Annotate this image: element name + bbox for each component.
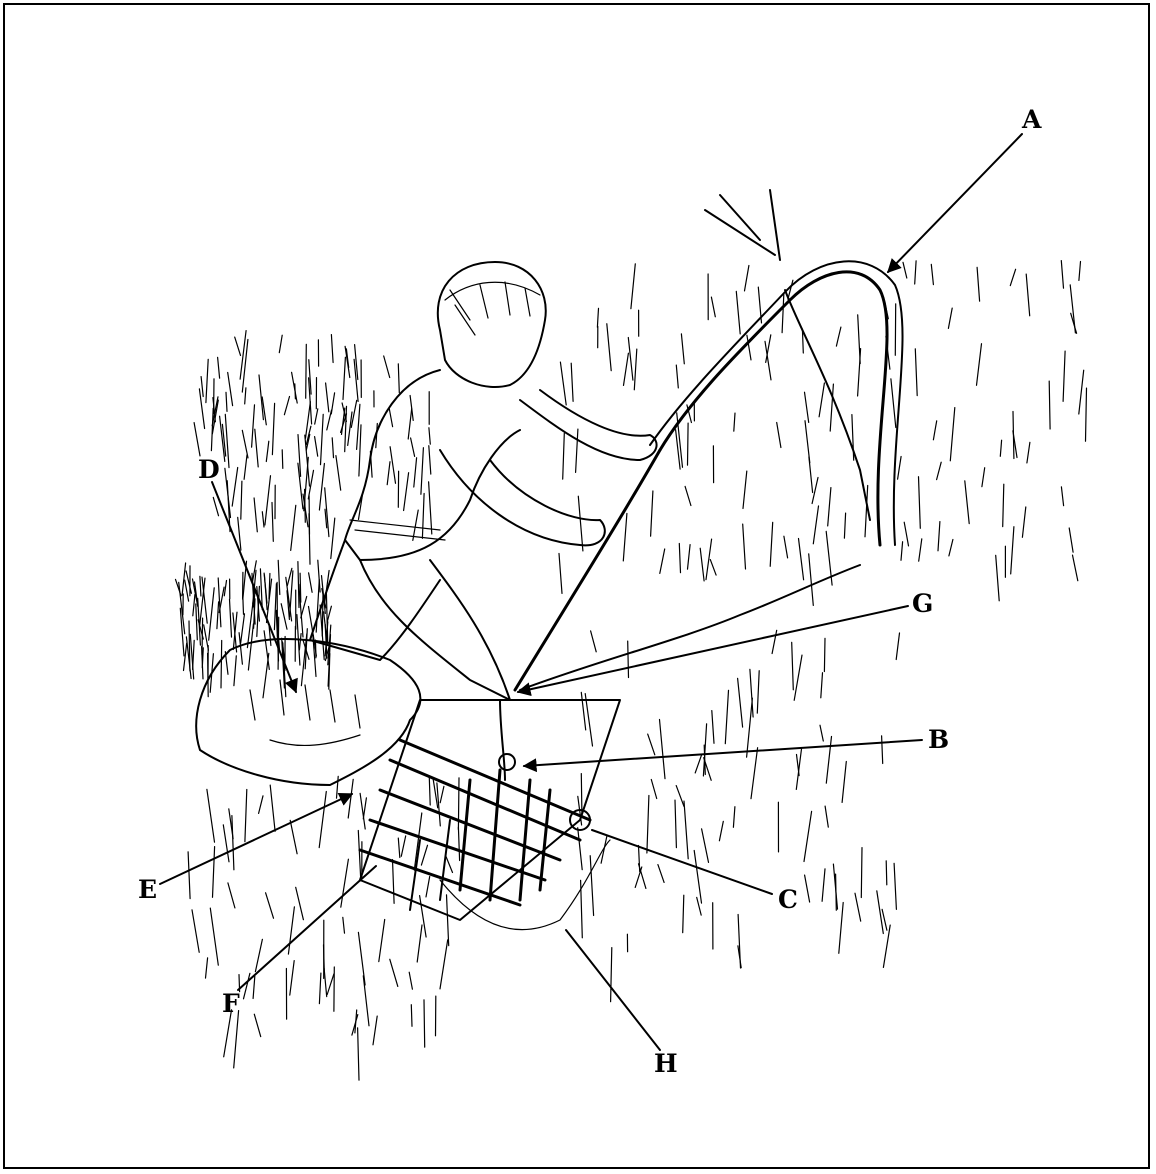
label-g: G — [912, 589, 933, 618]
callout-labels: A B C D E F G H — [138, 105, 1042, 1078]
leader-lines — [160, 134, 1022, 1050]
label-a: A — [1021, 105, 1042, 134]
label-f: F — [222, 989, 240, 1018]
label-e: E — [138, 875, 157, 904]
spring-sapling — [650, 190, 903, 545]
label-h: H — [654, 1049, 678, 1078]
label-c: C — [778, 885, 798, 914]
label-d: D — [198, 455, 220, 484]
label-b: B — [928, 725, 949, 754]
rock — [196, 639, 420, 785]
